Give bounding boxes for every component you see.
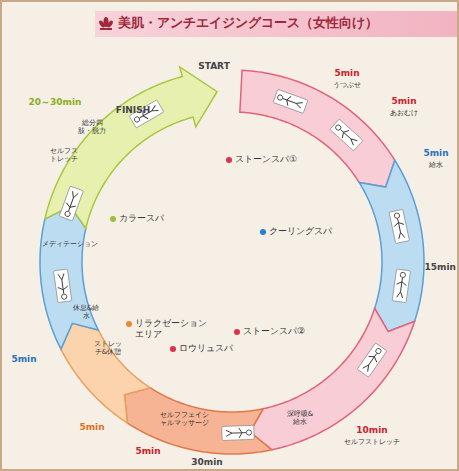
label: 30min xyxy=(191,458,222,468)
legend-text: ストーンスパ① xyxy=(235,154,297,165)
label: あおむけ xyxy=(390,110,418,118)
label: 休息&給水 xyxy=(72,305,100,320)
label: 5min xyxy=(423,149,448,159)
legend-swatch xyxy=(170,346,176,352)
label: セルフストレッチ xyxy=(49,148,79,163)
legend-text: リラクゼーションエリア xyxy=(135,318,207,340)
mat-figure xyxy=(59,186,83,221)
label: 5min xyxy=(79,423,104,433)
title: 美肌・アンチエイジングコース（女性向け） xyxy=(118,14,378,32)
mat-figure xyxy=(392,269,410,303)
figures xyxy=(54,89,411,440)
legend-text: カラースパ xyxy=(119,213,164,224)
label: FINISH xyxy=(116,106,150,116)
ring-segment xyxy=(124,388,272,454)
label: ストレッチ&休憩 xyxy=(91,341,125,356)
legend-text: ロウリュスパ xyxy=(179,343,233,354)
label: 総分四肢・脱力 xyxy=(76,120,108,135)
mat-figure xyxy=(357,343,387,377)
label: セルフフェイシャルマッサージ xyxy=(158,412,210,427)
label: 5min xyxy=(334,69,359,79)
label: START xyxy=(198,62,230,72)
lotus-icon xyxy=(98,17,114,30)
legend-swatch xyxy=(126,321,132,327)
legend-text: ストーンスパ② xyxy=(243,326,305,337)
label: 5min xyxy=(391,97,416,107)
ring-segment xyxy=(45,67,217,228)
label: うつぶせ xyxy=(333,82,361,90)
station-legend: クーリングスパ xyxy=(260,226,332,237)
label: 深呼吸&給水 xyxy=(285,411,315,426)
mat-figure xyxy=(222,425,254,440)
mat-figure xyxy=(389,209,409,243)
label: 5min xyxy=(11,355,36,365)
ring-segment xyxy=(40,206,98,349)
title-band xyxy=(95,11,457,37)
station-legend: カラースパ xyxy=(110,213,164,224)
legend-swatch xyxy=(234,329,240,335)
mat-figure xyxy=(330,119,363,151)
legend-swatch xyxy=(226,157,232,163)
mat-figure xyxy=(273,89,308,113)
legend-swatch xyxy=(110,216,116,222)
label: 15min xyxy=(425,263,456,273)
legend-swatch xyxy=(260,229,266,235)
label: セルフストレッチ xyxy=(344,439,400,447)
ring-segment xyxy=(359,160,424,331)
label: 給水 xyxy=(429,162,443,170)
ring-segment xyxy=(240,70,395,187)
station-legend: ロウリュスパ xyxy=(170,343,233,354)
label: 5min xyxy=(135,447,160,457)
label: 10min xyxy=(356,426,387,436)
mat-figure xyxy=(54,269,72,303)
station-legend: ストーンスパ① xyxy=(226,154,297,165)
course-ring xyxy=(40,67,424,454)
label: 20～30min xyxy=(29,98,82,108)
station-legend: ストーンスパ② xyxy=(234,326,305,337)
station-legend: リラクゼーションエリア xyxy=(126,318,207,340)
label: メディテーション xyxy=(42,241,98,249)
legend-text: クーリングスパ xyxy=(269,226,332,237)
